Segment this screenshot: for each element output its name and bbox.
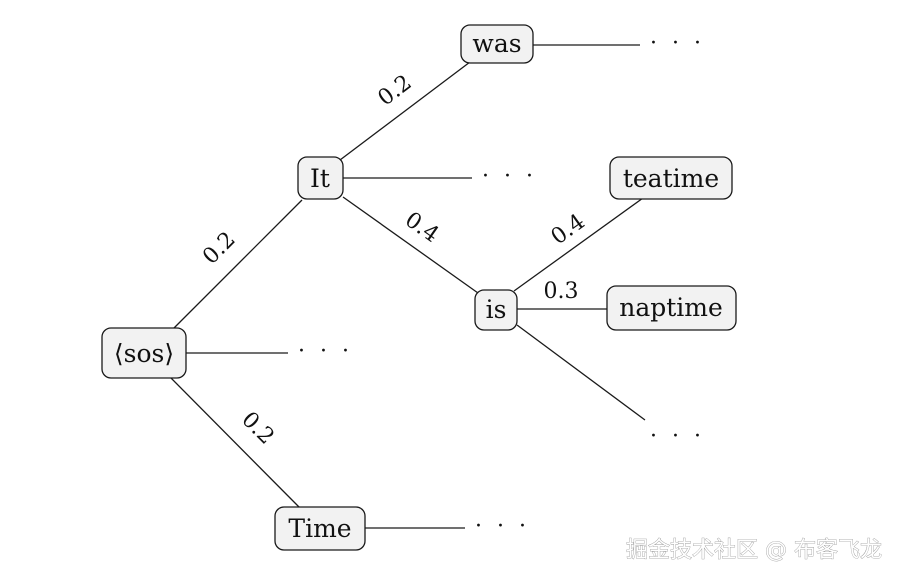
ellipsis-is: · · ·	[650, 424, 705, 449]
node-label-it: It	[310, 164, 330, 193]
watermark: 掘金技术社区 @ 布客飞龙	[626, 538, 882, 563]
edge-label-is-teatime: 0.4	[547, 209, 590, 250]
node-label-time: Time	[288, 514, 351, 543]
edge-label-it-was: 0.2	[374, 70, 417, 111]
edge-label-is-naptime: 0.3	[544, 279, 579, 304]
ellipsis-it: · · ·	[482, 164, 537, 189]
node-sos: ⟨sos⟩	[101, 327, 187, 379]
edge-label-sos-time: 0.2	[236, 407, 278, 449]
node-naptime: naptime	[606, 285, 737, 331]
edge-is-teatime	[513, 197, 644, 292]
edge-it-was	[339, 61, 471, 161]
node-label-naptime: naptime	[619, 293, 723, 322]
node-label-was: was	[472, 29, 521, 58]
node-label-sos: ⟨sos⟩	[114, 339, 174, 368]
edge-label-sos-it: 0.2	[198, 227, 240, 269]
edge-sos-it	[171, 199, 303, 331]
ellipsis-time: · · ·	[475, 514, 530, 539]
node-was: was	[460, 24, 534, 64]
node-teatime: teatime	[609, 156, 733, 200]
node-time: Time	[274, 506, 366, 551]
edge-is-more	[516, 324, 646, 421]
node-label-is: is	[486, 295, 507, 324]
ellipsis-sos: · · ·	[298, 339, 353, 364]
ellipsis-was: · · ·	[650, 31, 705, 56]
node-label-teatime: teatime	[623, 164, 719, 193]
node-is: is	[474, 289, 518, 331]
edge-sos-time	[169, 376, 301, 509]
edge-it-is	[342, 196, 479, 294]
node-it: It	[297, 156, 344, 200]
